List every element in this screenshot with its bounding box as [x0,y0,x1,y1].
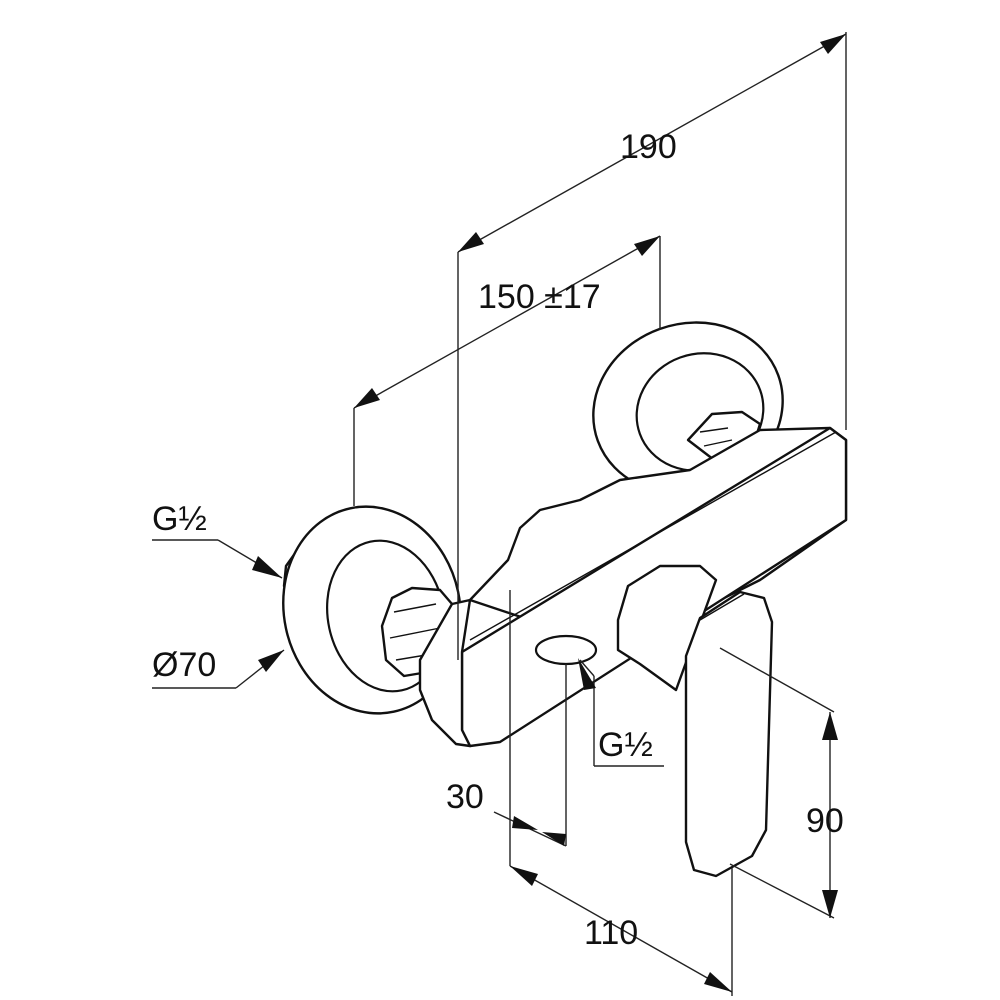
dimension-190 [457,32,847,660]
leader-g-left [152,539,283,579]
dimension-90 [719,647,838,919]
leader-diameter [152,649,285,689]
dimension-150 [353,235,661,506]
lever-handle [616,564,774,878]
leader-g-outlet [578,658,664,767]
label-90: 90 [806,802,844,840]
label-110: 110 [584,914,638,952]
label-30: 30 [446,778,484,816]
label-diameter: Ø70 [152,646,216,684]
label-g-left: G½ [152,500,207,538]
dimension-110 [509,865,733,996]
dimension-30 [493,590,567,866]
label-190: 190 [620,128,677,166]
label-g-outlet: G½ [598,726,653,764]
label-150: 150 ±17 [478,278,601,316]
